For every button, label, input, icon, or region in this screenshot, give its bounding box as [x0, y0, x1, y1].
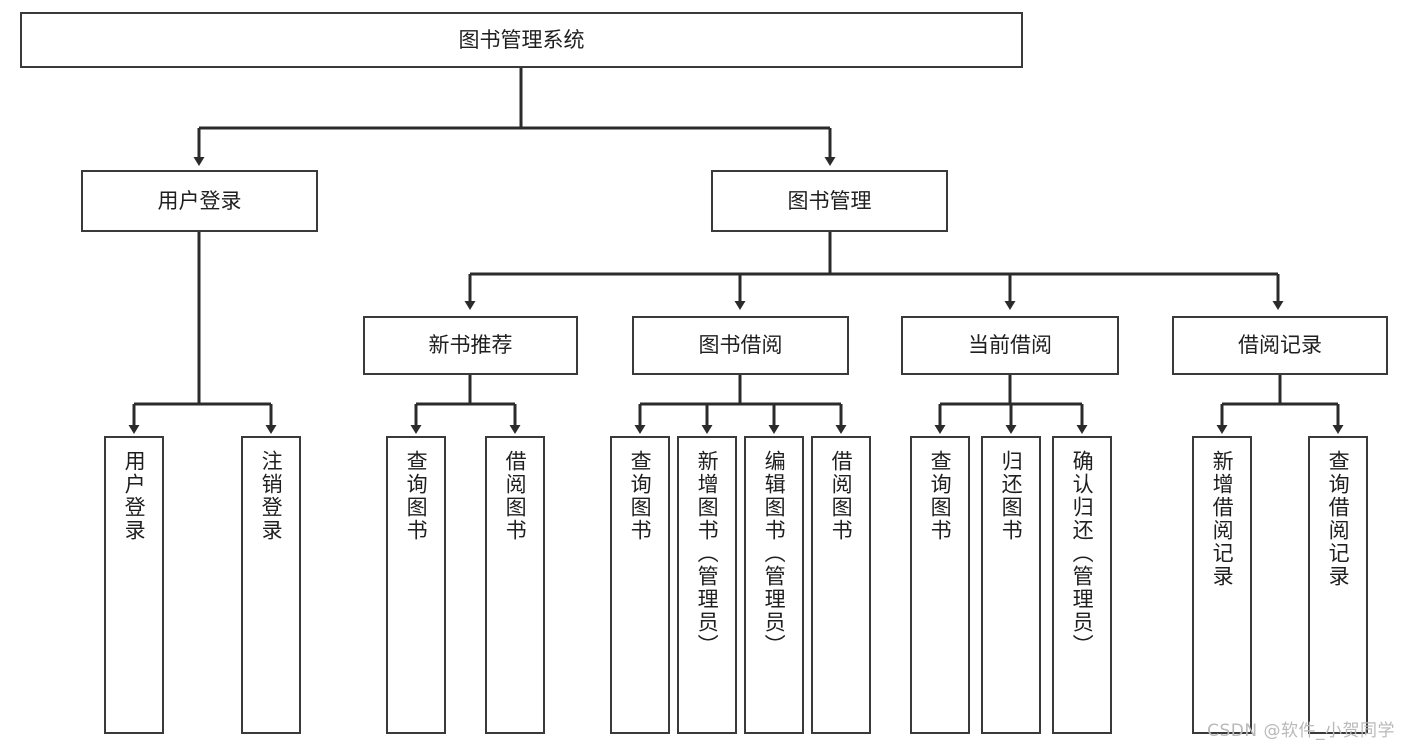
node-leaf-rec-query-book[interactable]: 查询图书	[386, 436, 446, 734]
node-leaf-record-query[interactable]: 查询借阅记录	[1308, 436, 1368, 734]
node-book-manage-label: 图书管理	[787, 188, 872, 213]
node-root-label: 图书管理系统	[458, 27, 585, 52]
node-leaf-borrow-lend-book-label: 借阅图书	[829, 450, 854, 542]
node-book-borrow[interactable]: 图书借阅	[632, 316, 849, 375]
node-root[interactable]: 图书管理系统	[20, 12, 1023, 68]
node-leaf-current-return-book-label: 归还图书	[999, 450, 1024, 542]
node-book-borrow-label: 图书借阅	[698, 333, 783, 358]
node-new-book-rec-label: 新书推荐	[428, 333, 513, 358]
node-leaf-user-login-label: 用户登录	[122, 450, 147, 542]
node-leaf-borrow-lend-book[interactable]: 借阅图书	[811, 436, 871, 734]
node-leaf-borrow-edit-book[interactable]: 编辑图书（管理员）	[744, 436, 804, 734]
node-leaf-current-return-book[interactable]: 归还图书	[981, 436, 1041, 734]
node-borrow-record-label: 借阅记录	[1238, 333, 1322, 358]
node-leaf-rec-borrow-book-label: 借阅图书	[503, 450, 528, 542]
node-leaf-current-query-book-label: 查询图书	[928, 450, 953, 542]
node-leaf-current-confirm-return-label: 确认归还（管理员）	[1070, 450, 1095, 657]
node-user-login[interactable]: 用户登录	[81, 170, 318, 232]
node-leaf-current-confirm-return[interactable]: 确认归还（管理员）	[1052, 436, 1112, 734]
node-user-login-label: 用户登录	[157, 188, 242, 213]
node-leaf-borrow-query-book-label: 查询图书	[628, 450, 653, 542]
node-leaf-record-query-label: 查询借阅记录	[1326, 450, 1351, 588]
node-leaf-borrow-edit-book-label: 编辑图书（管理员）	[762, 450, 787, 657]
node-book-manage[interactable]: 图书管理	[711, 170, 948, 232]
node-leaf-user-login[interactable]: 用户登录	[104, 436, 164, 734]
csdn-watermark: CSDN @软件_小贺同学	[1207, 721, 1395, 741]
node-leaf-record-add-label: 新增借阅记录	[1210, 450, 1235, 588]
node-leaf-rec-borrow-book[interactable]: 借阅图书	[485, 436, 545, 734]
node-current-borrow-label: 当前借阅	[968, 333, 1052, 358]
node-leaf-borrow-add-book-label: 新增图书（管理员）	[695, 450, 720, 657]
node-new-book-rec[interactable]: 新书推荐	[363, 316, 578, 375]
node-leaf-rec-query-book-label: 查询图书	[404, 450, 429, 542]
node-leaf-user-logout-label: 注销登录	[259, 450, 284, 542]
node-current-borrow[interactable]: 当前借阅	[901, 316, 1119, 375]
node-leaf-user-logout[interactable]: 注销登录	[241, 436, 301, 734]
node-borrow-record[interactable]: 借阅记录	[1172, 316, 1388, 375]
node-leaf-borrow-query-book[interactable]: 查询图书	[610, 436, 670, 734]
node-leaf-record-add[interactable]: 新增借阅记录	[1192, 436, 1252, 734]
node-leaf-borrow-add-book[interactable]: 新增图书（管理员）	[677, 436, 737, 734]
node-leaf-current-query-book[interactable]: 查询图书	[910, 436, 970, 734]
